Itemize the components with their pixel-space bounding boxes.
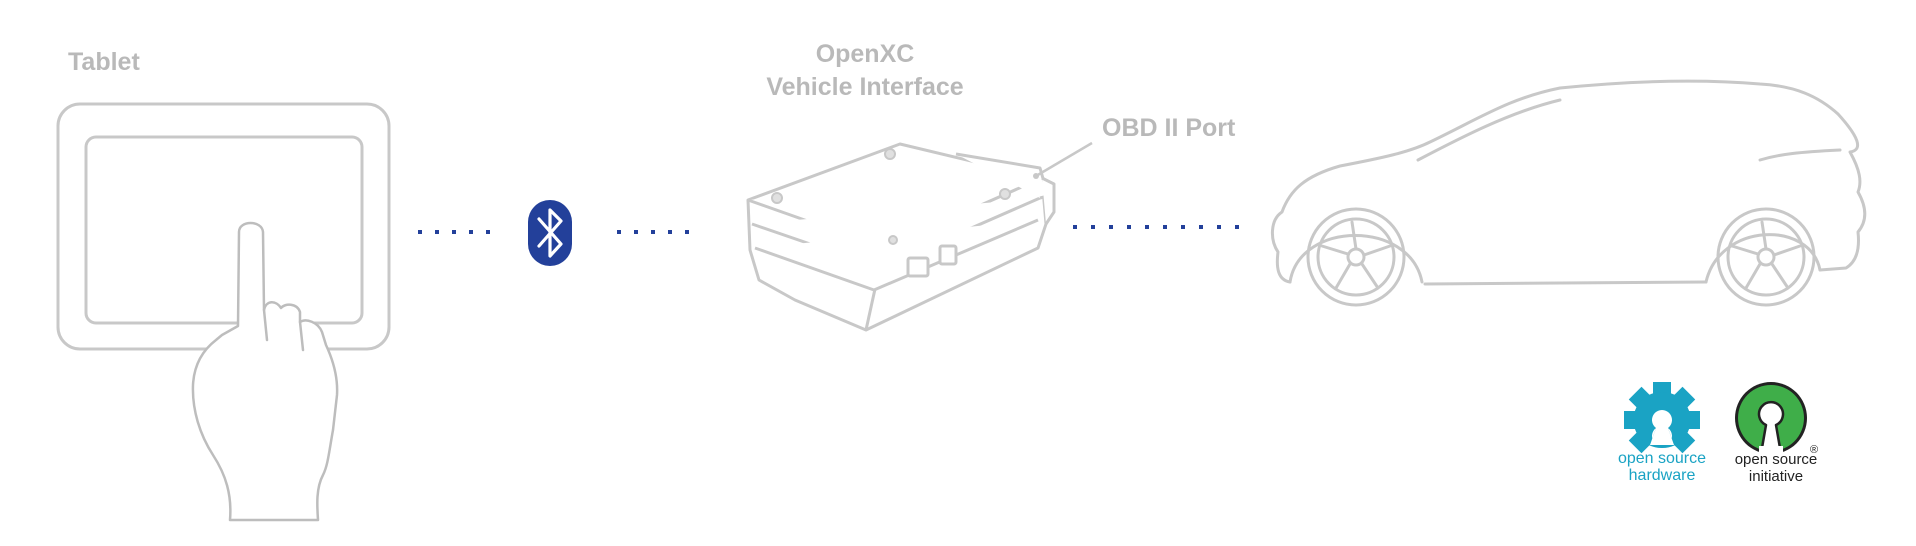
osi-line2: initiative [1748,468,1804,485]
osi-line1: open source [1734,451,1818,468]
registered-mark: ® [1810,444,1818,456]
obd-port-label: OBD II Port [1102,114,1236,142]
open-source-initiative-keyhole-icon [1735,382,1807,454]
tablet-label: Tablet [68,48,140,76]
open-source-initiative-text: open source initiative [1724,451,1828,485]
vehicle-interface-label-line2: Vehicle Interface [766,73,964,101]
osh-line2: hardware [1628,467,1696,484]
connection-dots-right [1073,225,1239,229]
bluetooth-icon [528,200,572,266]
car-icon [1271,79,1867,307]
open-source-hardware-gear-icon [1624,382,1700,454]
tablet-icon [56,102,391,351]
vehicle-interface-label-line1: OpenXC [815,40,915,68]
obd-port-leader-line [1033,141,1093,179]
vehicle-interface-device-icon [746,142,1056,332]
osh-line1: open source [1617,450,1707,467]
vehicle-interface-label: OpenXC Vehicle Interface [745,38,985,104]
hand-icon [191,221,339,522]
connection-dots-left [418,230,490,234]
connection-dots-middle [617,230,689,234]
open-source-hardware-text: open source hardware [1612,450,1712,484]
